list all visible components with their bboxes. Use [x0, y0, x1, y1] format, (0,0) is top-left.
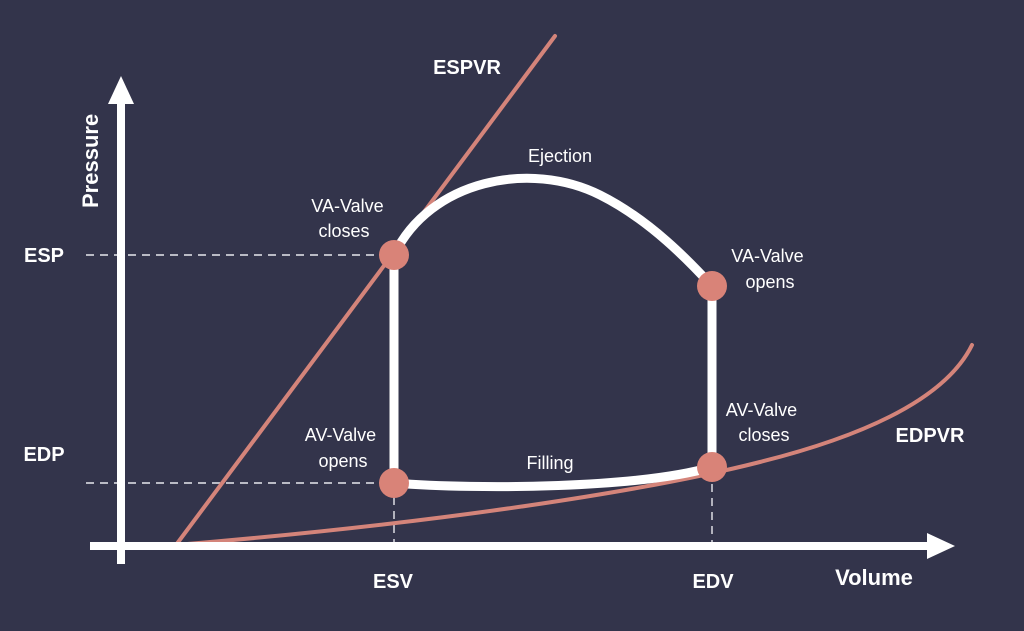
- espvr-curve: [174, 34, 557, 547]
- va-valve-opens-line-2: opens: [745, 272, 794, 292]
- va-valve-opens-label: VA-Valve opens: [731, 246, 808, 292]
- av-valve-opens-label: AV-Valve opens: [305, 425, 381, 471]
- ejection-segment: [389, 173, 717, 291]
- av-valve-closes-line-1: AV-Valve: [726, 400, 797, 420]
- edv-tick-label: EDV: [692, 571, 734, 593]
- espvr-label: ESPVR: [433, 57, 501, 79]
- va-valve-closes-line-2: closes: [318, 221, 369, 241]
- esv-tick-label: ESV: [373, 571, 414, 593]
- av-valve-opens-marker: [379, 468, 409, 498]
- edpvr-label: EDPVR: [896, 425, 965, 447]
- y-axis-title: Pressure: [78, 114, 103, 208]
- av-valve-opens-line-2: opens: [318, 451, 367, 471]
- av-valve-closes-marker: [697, 452, 727, 482]
- guide-lines: [86, 254, 713, 553]
- x-axis-arrow-icon: [927, 533, 955, 559]
- filling-label: Filling: [526, 453, 573, 473]
- va-valve-opens-line-1: VA-Valve: [731, 246, 803, 266]
- axes: [90, 76, 955, 564]
- esp-tick-label: ESP: [24, 245, 64, 267]
- va-valve-closes-line-1: VA-Valve: [311, 196, 383, 216]
- av-valve-closes-line-2: closes: [738, 425, 789, 445]
- av-valve-closes-label: AV-Valve closes: [726, 400, 802, 445]
- va-valve-opens-marker: [697, 271, 727, 301]
- y-axis-arrow-icon: [108, 76, 134, 104]
- ejection-label: Ejection: [528, 146, 592, 166]
- va-valve-closes-label: VA-Valve closes: [311, 196, 388, 241]
- pv-loop: [389, 173, 717, 492]
- va-valve-closes-marker: [379, 240, 409, 270]
- edp-tick-label: EDP: [23, 444, 64, 466]
- filling-segment: [389, 462, 717, 492]
- x-axis-title: Volume: [835, 565, 913, 590]
- av-valve-opens-line-1: AV-Valve: [305, 425, 376, 445]
- event-markers: [379, 240, 727, 498]
- edpvr-curve: [174, 343, 974, 547]
